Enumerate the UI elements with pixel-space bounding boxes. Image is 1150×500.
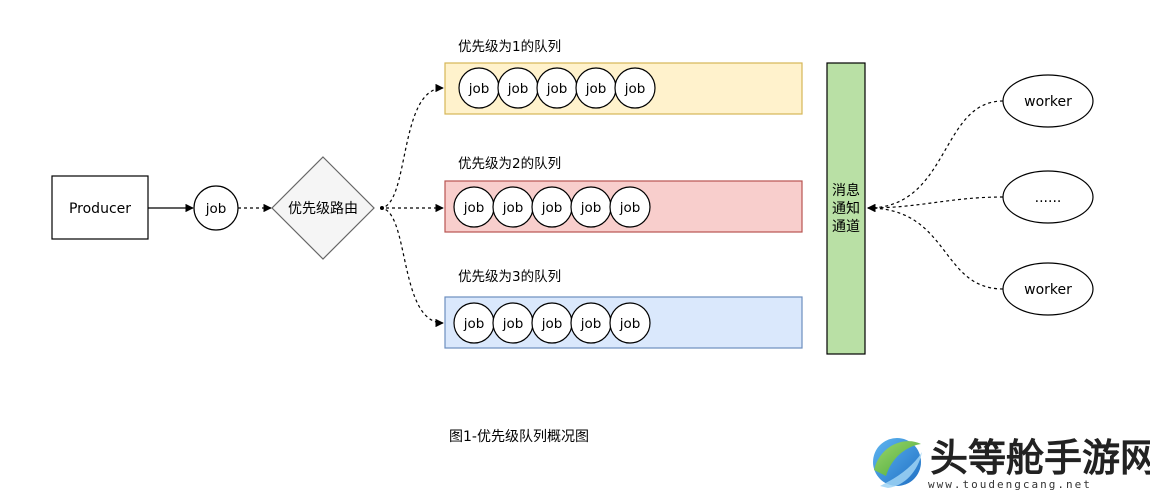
queue-3-job-4: job <box>570 302 612 344</box>
producer-label: Producer <box>69 201 131 217</box>
queue-1-job-4: job <box>575 67 617 109</box>
queue-1-job-2: job <box>497 67 539 109</box>
queue-3-job-1: job <box>453 302 495 344</box>
worker-1-label: worker <box>1024 94 1072 110</box>
channel-line-3: 通道 <box>832 219 860 235</box>
queue-priority-2: 优先级为2的队列 job job job job job <box>444 156 803 233</box>
router-junction-dot <box>380 206 384 210</box>
priority-router: 优先级路由 <box>271 156 375 260</box>
queue-3-job-2-label: job <box>502 316 524 332</box>
worker-1-to-channel-arrow <box>867 100 1004 213</box>
incoming-job-label: job <box>205 201 227 217</box>
channel-bar <box>826 62 866 355</box>
queue-1-job-2-label: job <box>507 81 529 97</box>
queue-3-job-2: job <box>492 302 534 344</box>
queue-2-job-2: job <box>492 186 534 228</box>
queue-2-jobs: job job job job job <box>453 186 651 228</box>
queue-3-job-5: job <box>609 302 651 344</box>
queue-2-job-4: job <box>570 186 612 228</box>
queue-2-job-5-label: job <box>619 200 641 216</box>
site-watermark: 头等舱手游网 www.toudengcang.net <box>873 435 1150 491</box>
watermark-url: www.toudengcang.net <box>928 478 1092 491</box>
worker-node-3: worker <box>1002 262 1094 316</box>
watermark-title: 头等舱手游网 <box>930 435 1150 480</box>
queue-3-job-3: job <box>531 302 573 344</box>
queue-3-jobs: job job job job job <box>453 302 651 344</box>
queue-2-title: 优先级为2的队列 <box>458 156 561 172</box>
worker-2-to-channel-arrow <box>867 196 1004 213</box>
queue-1-job-5-label: job <box>624 81 646 97</box>
figure-caption: 图1-优先级队列概况图 <box>449 429 589 445</box>
queue-3-job-4-label: job <box>580 316 602 332</box>
queue-2-job-4-label: job <box>580 200 602 216</box>
producer-node: Producer <box>51 175 149 240</box>
queue-3-title: 优先级为3的队列 <box>458 269 561 285</box>
queue-3-job-1-label: job <box>463 316 485 332</box>
channel-line-2: 通知 <box>832 200 860 217</box>
queue-1-job-5: job <box>614 67 656 109</box>
worker-node-2: ...... <box>1002 170 1094 224</box>
queue-2-job-3: job <box>531 186 573 228</box>
globe-swoosh-logo <box>873 438 922 488</box>
queue-2-job-5: job <box>609 186 651 228</box>
queue-2-job-2-label: job <box>502 200 524 216</box>
queue-1-jobs: job job job job job <box>458 67 656 109</box>
queue-1-title: 优先级为1的队列 <box>458 39 561 55</box>
worker-3-to-channel-arrow <box>867 203 1004 290</box>
queue-1-job-1: job <box>458 67 500 109</box>
queue-2-job-1: job <box>453 186 495 228</box>
queue-1-job-3: job <box>536 67 578 109</box>
router-label: 优先级路由 <box>288 201 358 217</box>
queue-1-job-4-label: job <box>585 81 607 97</box>
queue-1-job-1-label: job <box>468 81 490 97</box>
worker-3-label: worker <box>1024 282 1072 298</box>
worker-2-label: ...... <box>1035 190 1062 206</box>
queue-1-job-3-label: job <box>546 81 568 97</box>
queue-3-job-5-label: job <box>619 316 641 332</box>
queue-3-job-3-label: job <box>541 316 563 332</box>
queue-priority-3: 优先级为3的队列 job job job job job <box>444 269 803 349</box>
message-notification-channel: 消息 通知 通道 <box>826 62 866 355</box>
router-to-queue3-arrow <box>379 207 444 328</box>
worker-node-1: worker <box>1002 74 1094 128</box>
queue-2-job-3-label: job <box>541 200 563 216</box>
router-to-queue1-arrow <box>379 83 444 209</box>
queue-2-job-1-label: job <box>463 200 485 216</box>
queue-priority-1: 优先级为1的队列 job job job job job <box>444 39 803 115</box>
channel-line-1: 消息 <box>832 182 860 199</box>
incoming-job: job <box>193 185 239 231</box>
